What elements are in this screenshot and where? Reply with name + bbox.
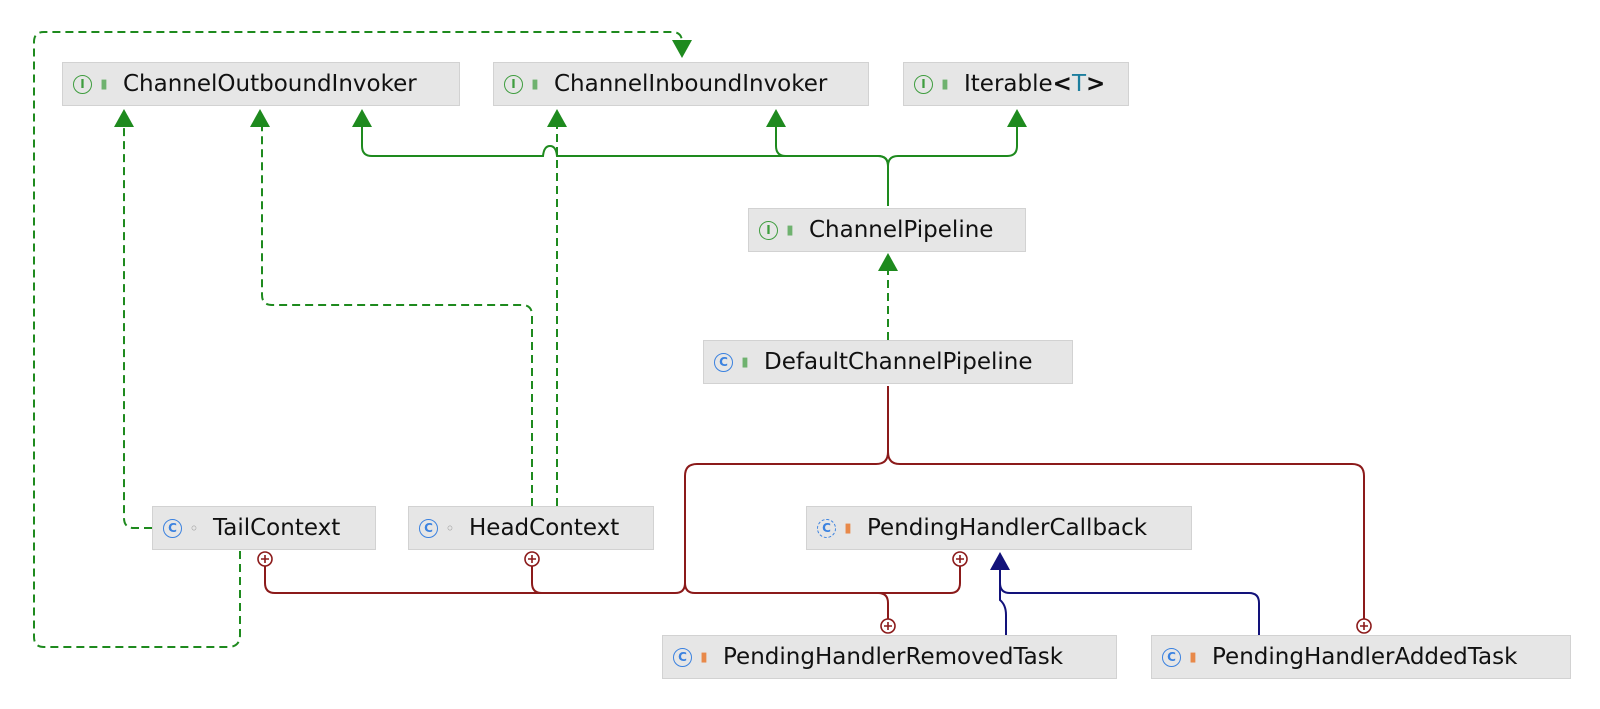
node-channel-inbound-invoker[interactable]: I ▮ ChannelInboundInvoker [493,62,869,106]
node-label: PendingHandlerCallback [867,515,1148,541]
nesting-circle-removed [880,618,896,634]
public-visibility-icon: ▮ [741,354,749,370]
package-visibility-icon: ◦ [189,518,199,538]
node-label: TailContext [213,515,341,541]
node-default-channel-pipeline[interactable]: C ▮ DefaultChannelPipeline [703,340,1073,384]
extends-interface-edges [361,113,1018,206]
node-label: HeadContext [469,515,620,541]
abstract-class-icon: C [817,518,836,538]
interface-icon: I [759,220,778,240]
edge-head-outbound [261,127,533,506]
interface-icon: I [504,74,523,94]
edge-pipeline-inbound [775,113,889,167]
generic-close: > [1086,71,1106,97]
nesting-circle-head [524,551,540,567]
node-label: ChannelPipeline [809,217,994,243]
edge-default-to-added [887,451,1365,619]
nesting-circle-callback [952,551,968,567]
class-icon: C [419,518,438,538]
nesting-circle-tail [257,551,273,567]
node-pending-handler-removed-task[interactable]: C ▮ PendingHandlerRemovedTask [662,635,1117,679]
arrowhead-inbound-2 [766,109,786,127]
arrowhead-inbound-1 [547,109,567,127]
public-visibility-icon: ▮ [786,222,794,238]
edge-added-extends-callback [999,582,1260,635]
edge-pipeline-outbound [361,113,889,206]
interface-icon: I [73,74,92,94]
public-visibility-icon: ▮ [941,76,949,92]
private-visibility-icon: ▮ [844,520,852,536]
node-channel-pipeline[interactable]: I ▮ ChannelPipeline [748,208,1026,252]
arrowheads [114,40,1027,271]
package-visibility-icon: ◦ [445,518,455,538]
arrowhead-pipeline [878,253,898,271]
edge-default-to-head [531,566,675,594]
arrowhead-callback [990,552,1010,570]
class-icon: C [1162,647,1181,667]
class-icon: C [163,518,182,538]
edge-default-to-removed [684,582,889,619]
node-label: PendingHandlerAddedTask [1212,644,1518,670]
public-visibility-icon: ▮ [531,76,539,92]
edge-pipeline-iterable [887,113,1018,167]
arrowhead-outbound-2 [250,109,270,127]
nesting-circles [257,551,1372,634]
edge-removed-extends-callback [999,570,1007,635]
extends-edges [999,570,1260,635]
class-icon: C [714,352,733,372]
class-icon: C [673,647,692,667]
class-name: Iterable [964,71,1053,97]
generic-open: < [1052,71,1072,97]
arrowhead-inbound-top [672,40,692,58]
edge-tail-inbound [33,31,683,648]
node-label: ChannelInboundInvoker [554,71,828,97]
node-tail-context[interactable]: C ◦ TailContext [152,506,376,550]
inner-class-edges [264,386,1365,619]
edge-default-to-callback [695,566,961,594]
node-label: ChannelOutboundInvoker [123,71,417,97]
arrowhead-outbound-3 [352,109,372,127]
node-label: Iterable<T> [964,71,1105,97]
node-head-context[interactable]: C ◦ HeadContext [408,506,654,550]
implements-edges [33,31,889,648]
node-iterable[interactable]: I ▮ Iterable<T> [903,62,1129,106]
node-pending-handler-callback[interactable]: C ▮ PendingHandlerCallback [806,506,1192,550]
node-label: PendingHandlerRemovedTask [723,644,1064,670]
interface-icon: I [914,74,933,94]
type-parameter: T [1071,71,1086,97]
node-channel-outbound-invoker[interactable]: I ▮ ChannelOutboundInvoker [62,62,460,106]
node-pending-handler-added-task[interactable]: C ▮ PendingHandlerAddedTask [1151,635,1571,679]
arrowhead-iterable [1007,109,1027,127]
private-visibility-icon: ▮ [1189,649,1197,665]
edge-default-to-tail [264,386,889,594]
nesting-circle-added [1356,618,1372,634]
public-visibility-icon: ▮ [100,76,108,92]
arrowhead-outbound-1 [114,109,134,127]
private-visibility-icon: ▮ [700,649,708,665]
node-label: DefaultChannelPipeline [764,349,1033,375]
edge-tail-outbound [123,127,152,529]
